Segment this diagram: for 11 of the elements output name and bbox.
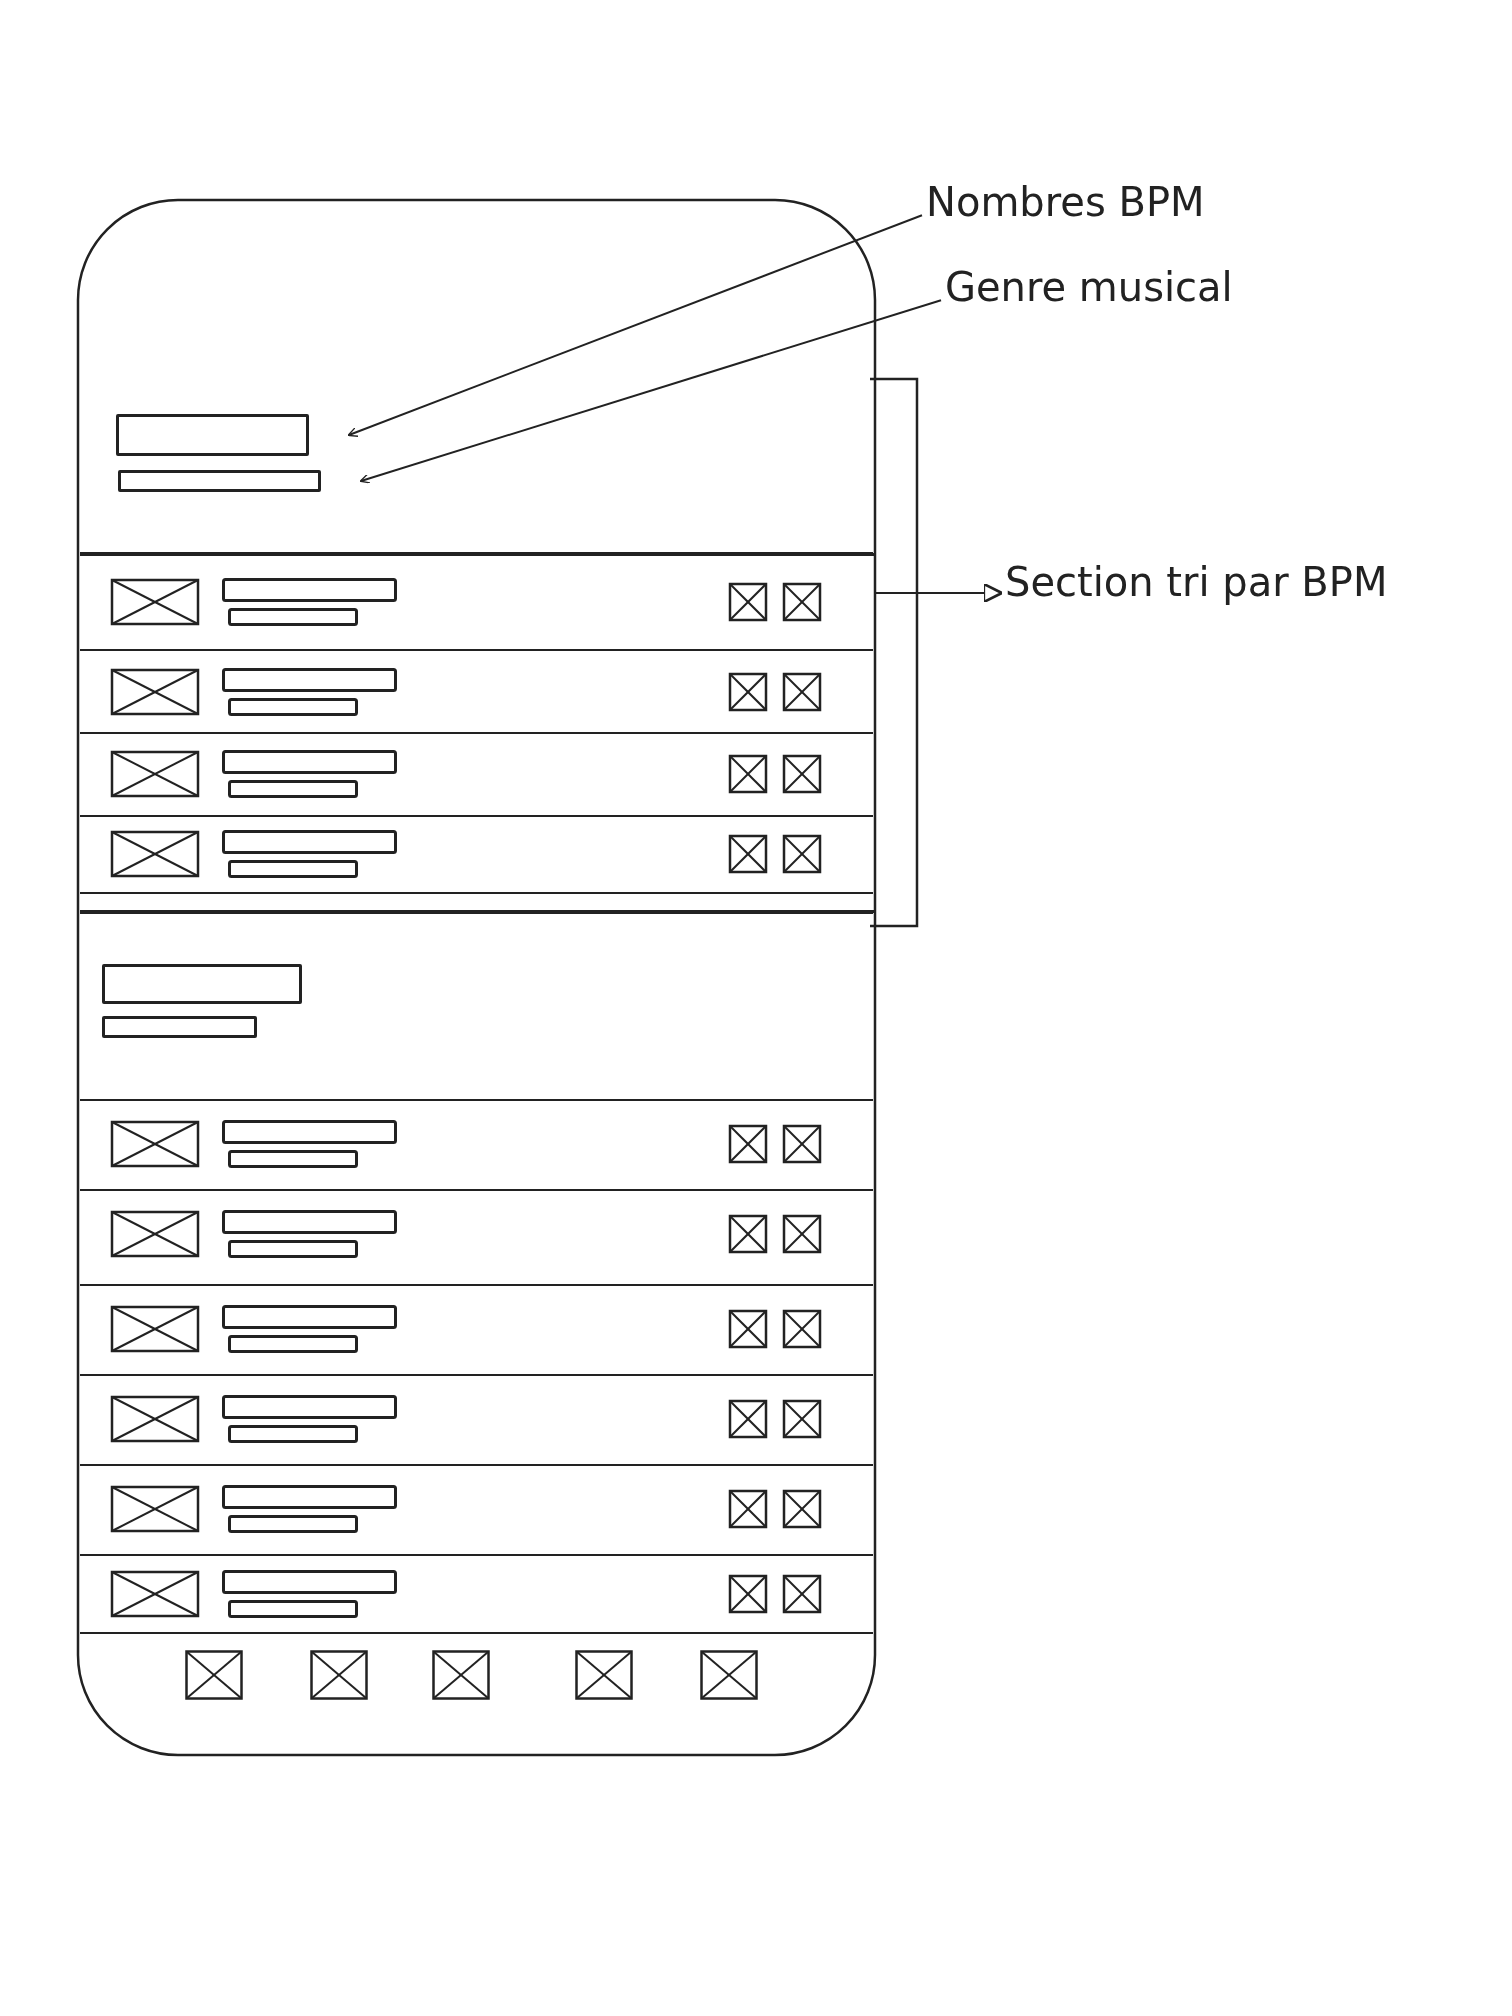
- annotation-label: Nombres BPM: [926, 180, 1205, 224]
- leader-line: [347, 214, 923, 437]
- text-placeholder-bar: [102, 964, 302, 1004]
- text-placeholder-bar: [116, 414, 309, 456]
- annotation-label: Genre musical: [945, 265, 1233, 309]
- text-placeholder-bar: [118, 470, 321, 492]
- text-placeholder-bar: [102, 1016, 257, 1038]
- arrow: [874, 582, 1004, 604]
- leader-line: [359, 299, 942, 484]
- list-section: [80, 553, 875, 913]
- annotation-label: Section tri par BPM: [1005, 560, 1388, 604]
